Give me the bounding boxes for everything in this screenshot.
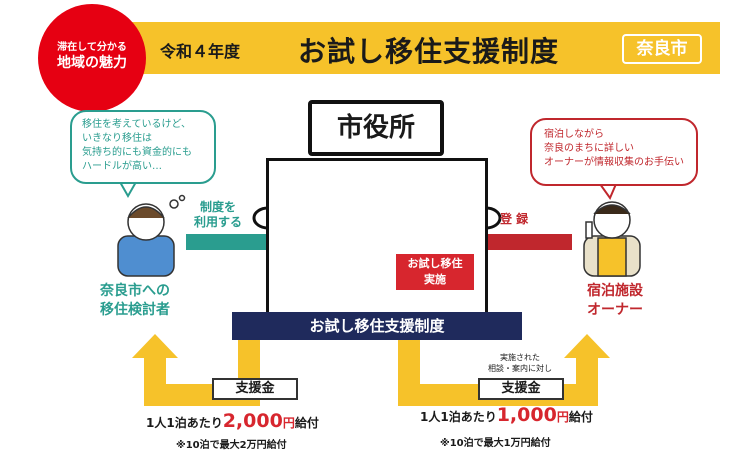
use-system-label: 制度を 利用する <box>188 200 248 230</box>
left-thought-bubble: 移住を考えているけど、 いきなり移住は 気持ち的にも資金的にも ハードルが高い… <box>70 110 216 184</box>
amount-prefix: 1人1泊あたり <box>420 410 497 424</box>
owner-label-line1: 宿泊施設 <box>560 282 670 301</box>
right-bubble-tail <box>600 184 616 198</box>
left-bubble-line: ハードルが高い… <box>82 160 204 174</box>
migrant-label-line2: 移住検討者 <box>80 301 190 320</box>
subsidy-right-tag: 支援金 <box>478 378 564 400</box>
amount-value: 1,000 <box>497 404 557 426</box>
owner-label-line2: オーナー <box>560 301 670 320</box>
register-arrow-shaft <box>476 234 572 250</box>
city-hall-label: 市役所 <box>308 100 444 156</box>
left-bubble-line: 気持ち的にも資金的にも <box>82 146 204 160</box>
person-left-icon <box>118 196 185 277</box>
subsidy-left-amount: 1人1泊あたり2,000円給付 <box>146 410 319 432</box>
migrant-label-line1: 奈良市への <box>80 282 190 301</box>
use-label-line1: 制度を <box>188 200 248 215</box>
right-bubble-line: 奈良のまちに詳しい <box>544 142 684 156</box>
trial-label-line1: お試し移住 <box>396 256 474 272</box>
register-label: 登 録 <box>500 210 528 227</box>
impl-note-line2: 相談・案内に対し <box>470 363 570 374</box>
amount-value: 2,000 <box>223 410 283 432</box>
amount-unit: 円 <box>283 416 295 430</box>
system-name-bar: お試し移住支援制度 <box>232 312 522 340</box>
use-label-line2: 利用する <box>188 215 248 230</box>
amount-suffix: 給付 <box>569 410 593 424</box>
subsidy-right-note: ※10泊で最大1万円給付 <box>440 434 551 449</box>
migrant-label: 奈良市への 移住検討者 <box>80 282 190 320</box>
system-frame <box>266 158 488 316</box>
owner-label: 宿泊施設 オーナー <box>560 282 670 320</box>
right-bubble-line: 宿泊しながら <box>544 128 684 142</box>
subsidy-right-amount: 1人1泊あたり1,000円給付 <box>420 404 593 426</box>
amount-prefix: 1人1泊あたり <box>146 416 223 430</box>
person-right-icon <box>584 202 640 276</box>
trial-label-line2: 実施 <box>396 272 474 288</box>
left-bubble-line: いきなり移住は <box>82 132 204 146</box>
implementation-note: 実施された 相談・案内に対し <box>470 352 570 374</box>
trial-move-label: お試し移住 実施 <box>396 254 474 290</box>
left-bubble-tail <box>120 182 136 196</box>
impl-note-line1: 実施された <box>470 352 570 363</box>
amount-suffix: 給付 <box>295 416 319 430</box>
right-speech-bubble: 宿泊しながら 奈良のまちに詳しい オーナーが情報収集のお手伝い <box>530 118 698 186</box>
amount-unit: 円 <box>557 410 569 424</box>
subsidy-left-note: ※10泊で最大2万円給付 <box>176 436 287 451</box>
left-bubble-line: 移住を考えているけど、 <box>82 118 204 132</box>
subsidy-left-tag: 支援金 <box>212 378 298 400</box>
right-bubble-line: オーナーが情報収集のお手伝い <box>544 156 684 170</box>
